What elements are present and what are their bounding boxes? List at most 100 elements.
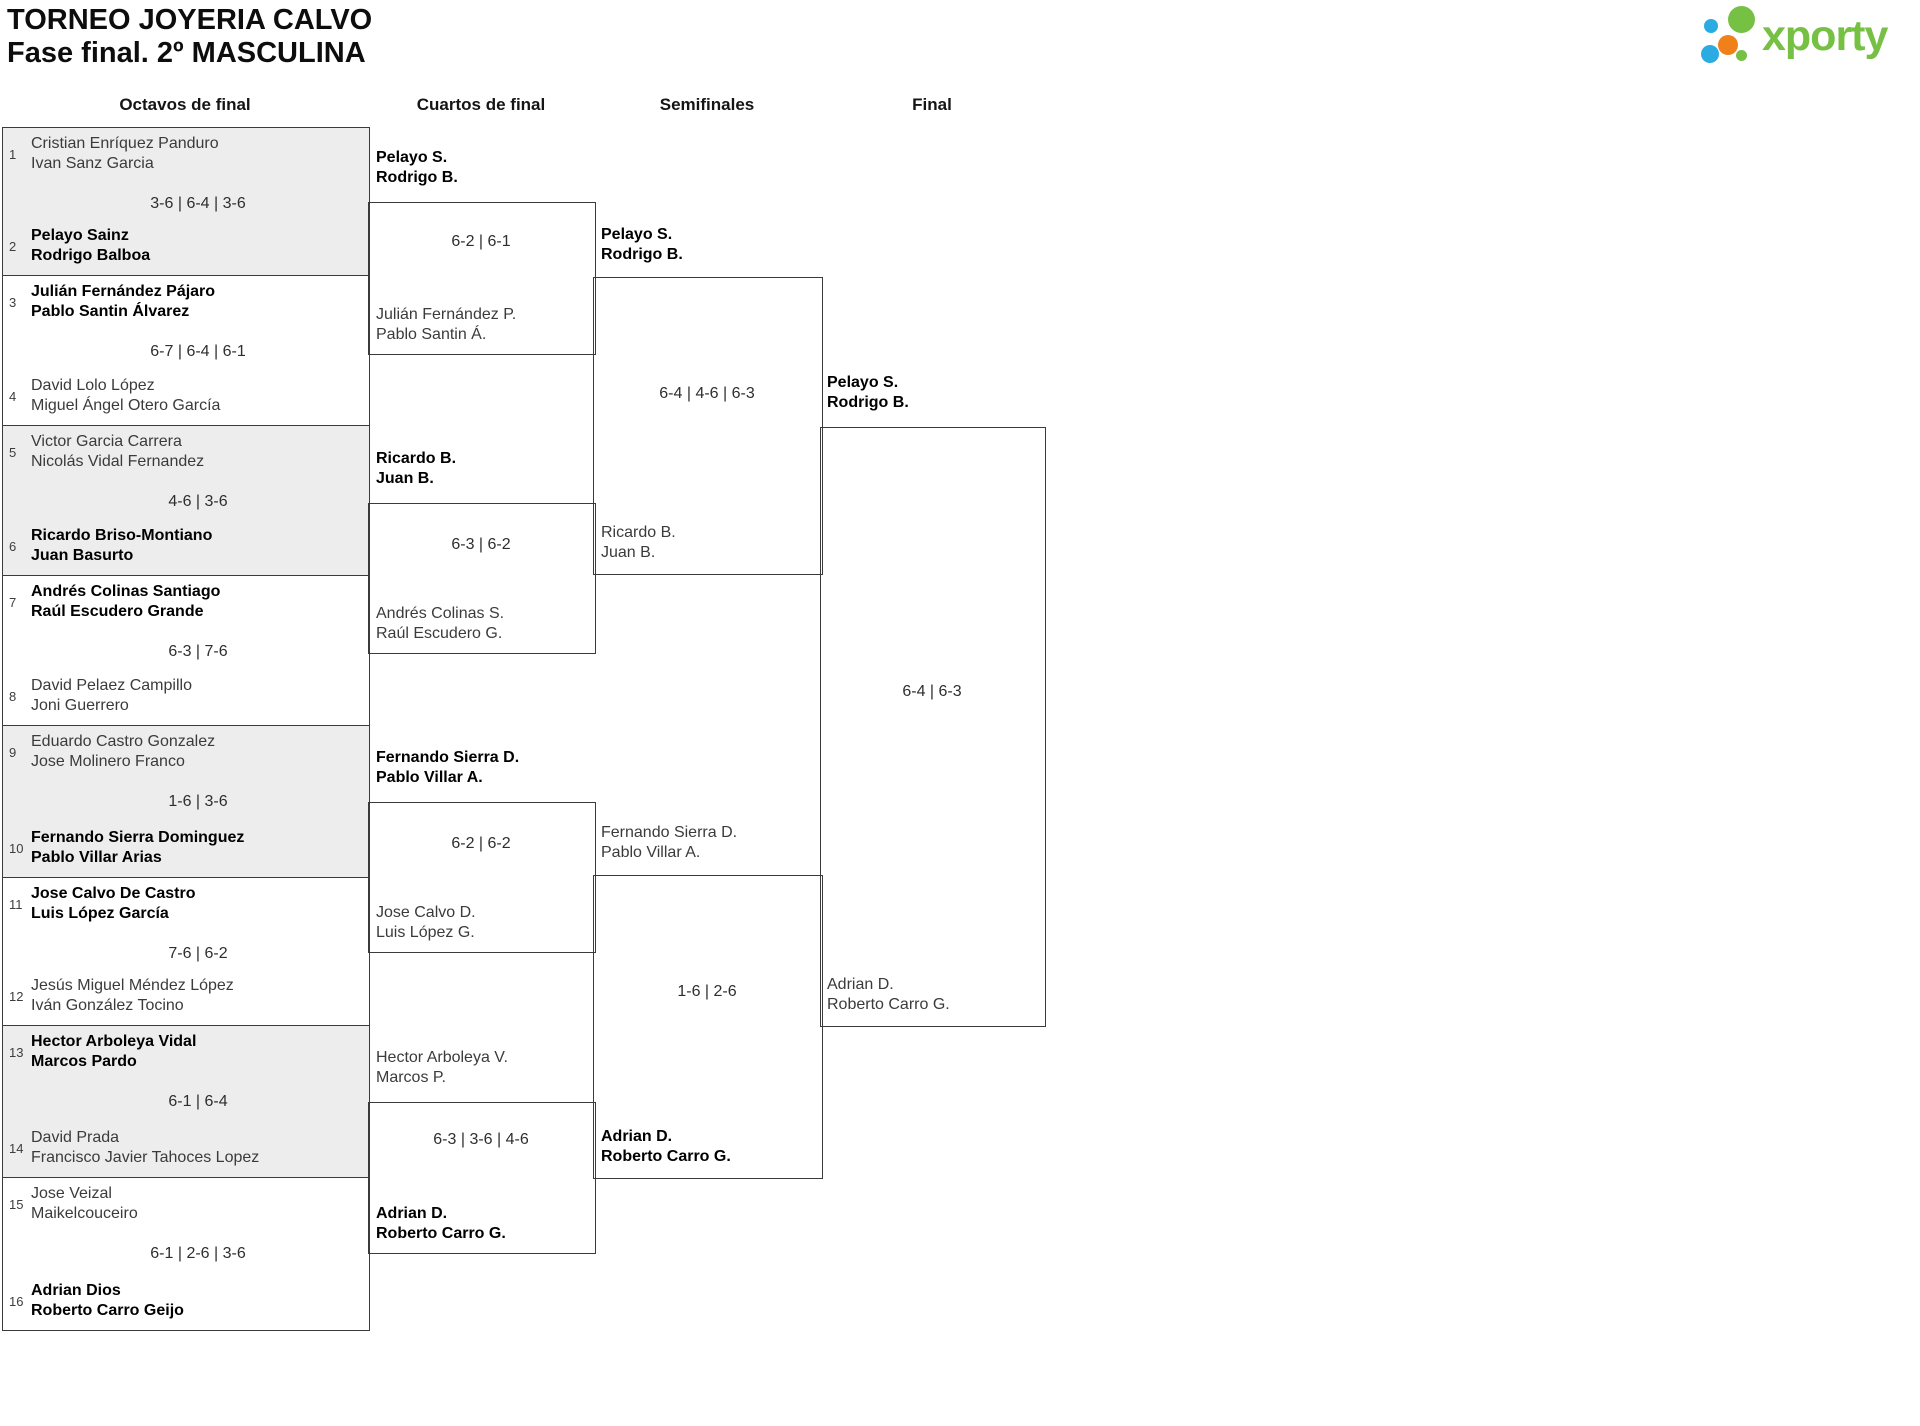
team-row: 12 Jesús Miguel Méndez López Iván Gonzál… [3,976,369,1016]
player-name: Pelayo Sainz [31,227,129,244]
match-score: 7-6 | 6-2 [168,945,228,962]
player-name: Pablo Villar Arias [31,849,162,866]
semifinal-2-team-top: Fernando Sierra D. Pablo Villar A. [601,823,737,863]
xporty-logo: xporty [1698,3,1920,69]
match-score: 1-6 | 3-6 [168,793,228,810]
team-names: Julián Fernández Pájaro Pablo Santin Álv… [31,282,215,322]
cuartos-1-team-top: Pelayo S. Rodrigo B. [376,148,458,188]
semifinal-2-box [593,875,823,1179]
player-name: Fernando Sierra D. [376,749,520,766]
team-names: Hector Arboleya Vidal Marcos Pardo [31,1032,196,1072]
cuartos-match-3-box [368,802,596,953]
team-row: 4 David Lolo López Miguel Ángel Otero Ga… [3,376,369,416]
cuartos-3-team-bottom: Jose Calvo D. Luis López G. [376,903,476,943]
round-header-octavos: Octavos de final [119,95,251,114]
player-name: Miguel Ángel Otero García [31,397,221,414]
match-score: 6-1 | 2-6 | 3-6 [150,1245,246,1262]
player-name: Julián Fernández P. [376,306,517,323]
cuartos-match-2-box [368,503,596,654]
player-name: Pablo Villar A. [601,844,701,861]
final-score: 6-4 | 6-3 [902,683,962,700]
octavos-match-7: 13 Hector Arboleya Vidal Marcos Pardo 6-… [3,1026,369,1178]
team-row: 11 Jose Calvo De Castro Luis López Garcí… [3,884,369,924]
player-name: Marcos P. [376,1069,446,1086]
player-name: Pelayo S. [827,374,899,391]
octavos-match-4: 7 Andrés Colinas Santiago Raúl Escudero … [3,576,369,726]
player-name: Raúl Escudero Grande [31,603,204,620]
match-score: 6-3 | 7-6 [168,643,228,660]
seed-number: 10 [9,840,24,856]
seed-number: 2 [9,238,17,254]
semifinal-2-team-bottom: Adrian D. Roberto Carro G. [601,1127,731,1167]
match-score: 4-6 | 3-6 [168,493,228,510]
cuartos-4-team-bottom: Adrian D. Roberto Carro G. [376,1204,506,1244]
round-header-final: Final [912,95,952,114]
player-name: Rodrigo B. [601,246,683,263]
team-row: 8 David Pelaez Campillo Joni Guerrero [3,676,369,716]
player-name: Nicolás Vidal Fernandez [31,453,205,470]
team-row: 3 Julián Fernández Pájaro Pablo Santin Á… [3,282,369,322]
player-name: Pelayo S. [376,149,448,166]
player-name: Victor Garcia Carrera [31,433,182,450]
team-names: Cristian Enríquez Panduro Ivan Sanz Garc… [31,134,219,174]
team-row: 1 Cristian Enríquez Panduro Ivan Sanz Ga… [3,134,369,174]
logo-dot-green-large [1728,6,1755,33]
final-team-top: Pelayo S. Rodrigo B. [827,373,909,413]
player-name: Pablo Santin Álvarez [31,303,190,320]
player-name: Fernando Sierra D. [601,824,738,841]
player-name: Hector Arboleya V. [376,1049,508,1066]
player-name: Luis López García [31,905,169,922]
cuartos-2-team-bottom: Andrés Colinas S. Raúl Escudero G. [376,604,504,644]
seed-number: 13 [9,1044,24,1060]
player-name: Pablo Santin Á. [376,326,487,343]
player-name: Ricardo B. [376,450,457,467]
octavos-match-1: 1 Cristian Enríquez Panduro Ivan Sanz Ga… [3,128,369,276]
player-name: Raúl Escudero G. [376,625,503,642]
seed-number: 14 [9,1140,24,1156]
team-names: Jose Veizal Maikelcouceiro [31,1184,138,1224]
team-row: 7 Andrés Colinas Santiago Raúl Escudero … [3,582,369,622]
player-name: Adrian D. [827,976,894,993]
player-name: Jose Molinero Franco [31,753,185,770]
round-header-semifinales: Semifinales [659,95,755,114]
seed-number: 9 [9,744,17,760]
player-name: Francisco Javier Tahoces Lopez [31,1149,260,1166]
cuartos-3-team-top: Fernando Sierra D. Pablo Villar A. [376,748,519,788]
match-score: 6-7 | 6-4 | 6-1 [150,343,246,360]
octavos-match-3: 5 Victor Garcia Carrera Nicolás Vidal Fe… [3,426,369,576]
seed-number: 6 [9,538,17,554]
player-name: Julián Fernández Pájaro [31,283,216,300]
cuartos-4-team-top: Hector Arboleya V. Marcos P. [376,1048,508,1088]
octavos-match-5: 9 Eduardo Castro Gonzalez Jose Molinero … [3,726,369,878]
logo-dot-orange [1718,35,1738,55]
round-header-cuartos: Cuartos de final [416,95,546,114]
team-names: Adrian Dios Roberto Carro Geijo [31,1281,184,1321]
player-name: Pelayo S. [601,226,673,243]
semifinal-1-box [593,277,823,575]
player-name: Jose Calvo D. [376,904,476,921]
player-name: Cristian Enríquez Panduro [31,135,219,152]
cuartos-1-team-bottom: Julián Fernández P. Pablo Santin Á. [376,305,516,345]
team-row: 5 Victor Garcia Carrera Nicolás Vidal Fe… [3,432,369,472]
octavos-match-6: 11 Jose Calvo De Castro Luis López Garcí… [3,878,369,1026]
team-row: 13 Hector Arboleya Vidal Marcos Pardo [3,1032,369,1072]
team-row: 10 Fernando Sierra Dominguez Pablo Villa… [3,828,369,868]
player-name: Iván González Tocino [31,997,184,1014]
player-name: Adrian D. [601,1128,673,1145]
player-name: Rodrigo B. [827,394,909,411]
semifinal-1-score: 6-4 | 4-6 | 6-3 [659,385,755,402]
player-name: Juan B. [601,544,656,561]
player-name: Ricardo Briso-Montiano [31,527,213,544]
team-names: Ricardo Briso-Montiano Juan Basurto [31,526,212,566]
logo-dot-green-small [1736,50,1747,61]
player-name: David Lolo López [31,377,155,394]
team-names: Eduardo Castro Gonzalez Jose Molinero Fr… [31,732,215,772]
final-team-bottom: Adrian D. Roberto Carro G. [827,975,950,1015]
logo-dot-blue-medium [1701,45,1719,63]
player-name: Jose Veizal [31,1185,112,1202]
match-score: 6-1 | 6-4 [168,1093,228,1110]
cuartos-4-score: 6-3 | 3-6 | 4-6 [433,1131,529,1148]
seed-number: 12 [9,988,24,1004]
semifinal-2-score: 1-6 | 2-6 [677,983,737,1000]
cuartos-3-score: 6-2 | 6-2 [451,835,511,852]
